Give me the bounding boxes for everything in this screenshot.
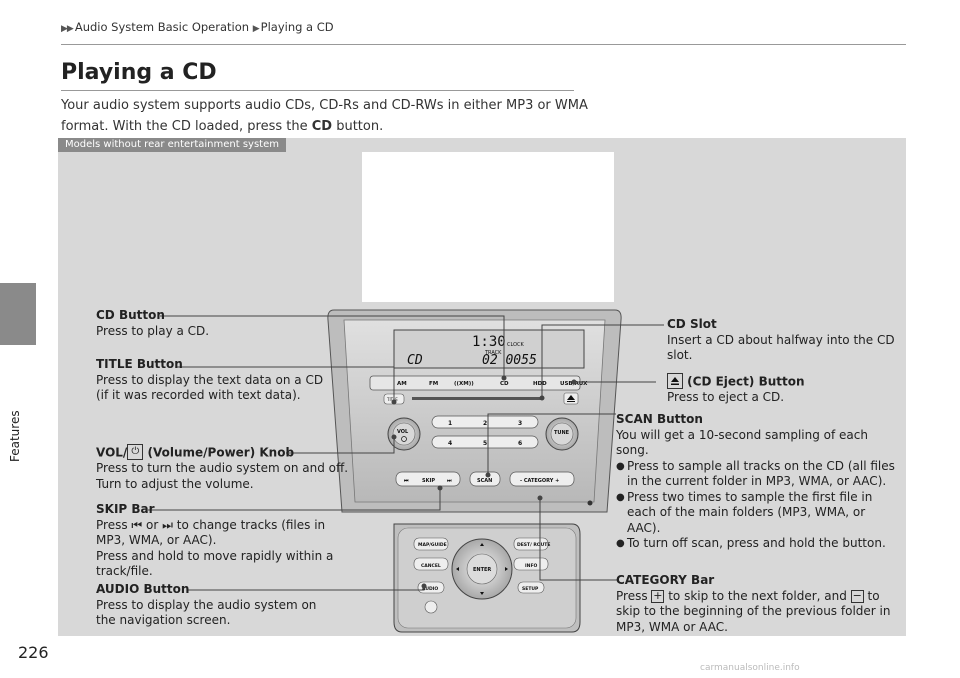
audio-control-panel: 1:30 CLOCK TRACK CD 02 0055 AM FM ((XM))…: [327, 309, 622, 633]
cancel-button[interactable]: [413, 557, 449, 571]
header-rule: [61, 44, 906, 45]
power-icon: [401, 436, 407, 442]
hdd-button[interactable]: HDD: [533, 381, 547, 387]
breadcrumb-item-cd[interactable]: Playing a CD: [260, 20, 334, 34]
display-count: 02 0055: [482, 353, 537, 368]
list-item: To turn off scan, press and hold the but…: [616, 536, 906, 552]
cd-button[interactable]: CD: [500, 381, 509, 387]
minus-key-icon: −: [850, 588, 864, 603]
title-rule: [61, 90, 574, 91]
eject-icon[interactable]: [563, 392, 579, 405]
svg-text:DEST/ ROUTE: DEST/ ROUTE: [517, 542, 550, 548]
breadcrumb-arrow-icon: ▶▶: [61, 24, 74, 34]
skip-back-icon: ⏮: [404, 478, 409, 484]
svg-text:TITLE: TITLE: [386, 397, 398, 402]
svg-text:SCAN: SCAN: [477, 478, 492, 484]
scan-button[interactable]: [469, 471, 501, 487]
models-tag: Models without rear entertainment system: [58, 138, 286, 152]
hands-free-logo-icon: [587, 500, 593, 506]
svg-text:CANCEL: CANCEL: [421, 563, 441, 569]
eject-icon: [667, 373, 683, 389]
footer-watermark: carmanualsonline.info: [700, 663, 800, 673]
preset-5[interactable]: 5: [483, 440, 487, 447]
plus-key-icon: +: [651, 588, 665, 603]
preset-3[interactable]: 3: [518, 420, 522, 427]
display-time: 1:30: [472, 334, 506, 350]
svg-text:VOL: VOL: [397, 429, 409, 435]
svg-text:AUDIO: AUDIO: [422, 586, 438, 592]
page-number: 226: [18, 643, 49, 662]
display-mode: CD: [407, 353, 423, 368]
xm-button[interactable]: ((XM)): [454, 381, 474, 387]
fm-button[interactable]: FM: [429, 381, 438, 387]
scan-bullets: Press to sample all tracks on the CD (al…: [616, 459, 906, 552]
skip-bar[interactable]: [395, 471, 461, 487]
svg-text:SKIP: SKIP: [422, 478, 435, 484]
svg-text:SETUP: SETUP: [522, 586, 539, 592]
enter-button[interactable]: ENTER: [473, 567, 491, 573]
svg-text:MAP/GUIDE: MAP/GUIDE: [418, 542, 447, 548]
preset-2[interactable]: 2: [483, 420, 487, 427]
svg-text:INFO: INFO: [525, 563, 538, 569]
power-icon: ⏻: [127, 444, 144, 460]
breadcrumb: ▶▶Audio System Basic Operation ▶Playing …: [61, 20, 334, 34]
intro-paragraph: Your audio system supports audio CDs, CD…: [61, 98, 588, 134]
svg-text:- CATEGORY +: - CATEGORY +: [520, 478, 559, 484]
side-section-label: Features: [8, 410, 22, 462]
lower-bar-row: SKIP ⏮ ⏭ SCAN - CATEGORY +: [395, 471, 575, 487]
preset-4[interactable]: 4: [448, 440, 452, 447]
usb-aux-button[interactable]: USB/AUX: [560, 381, 588, 387]
list-item: Press to sample all tracks on the CD (al…: [616, 459, 906, 490]
dial-arrow-icons: [456, 543, 508, 595]
display-clock: CLOCK: [507, 342, 525, 348]
cd-slot[interactable]: [412, 397, 542, 400]
skip-forward-icon: ⏭: [162, 517, 173, 532]
blank-image-area: [362, 152, 614, 302]
page-title: Playing a CD: [61, 60, 217, 85]
side-section-tab: [0, 283, 36, 345]
breadcrumb-arrow-icon: ▶: [252, 24, 260, 34]
list-item: Press two times to sample the first file…: [616, 490, 906, 537]
skip-back-icon: ⏮: [131, 517, 143, 532]
skip-forward-icon: ⏭: [447, 478, 452, 484]
preset-1[interactable]: 1: [448, 420, 452, 427]
voice-button[interactable]: [424, 600, 438, 614]
preset-6[interactable]: 6: [518, 440, 522, 447]
map-guide-button[interactable]: [413, 537, 449, 551]
setup-button[interactable]: [517, 581, 545, 594]
breadcrumb-item-audio[interactable]: Audio System Basic Operation: [74, 20, 250, 34]
am-button[interactable]: AM: [397, 381, 407, 387]
svg-text:TUNE: TUNE: [554, 430, 570, 436]
